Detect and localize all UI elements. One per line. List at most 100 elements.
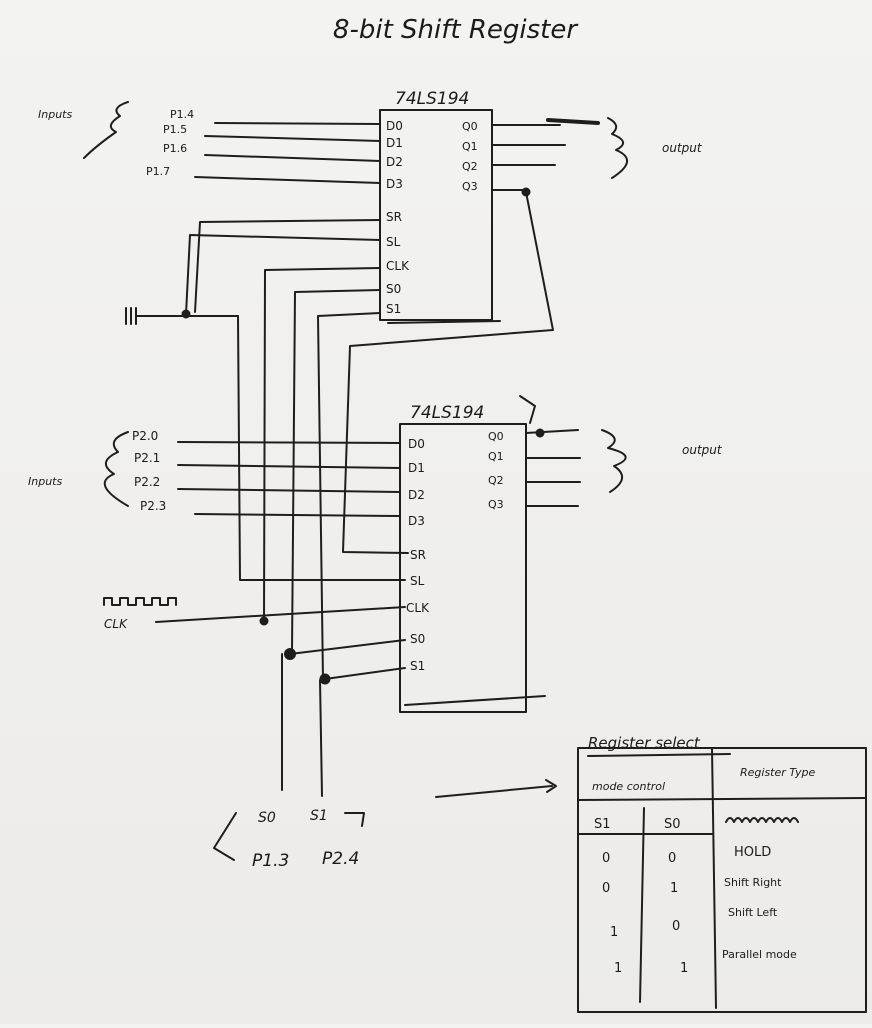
scribble-mark [546, 118, 600, 125]
wire-p1-6 [204, 154, 381, 162]
port-p1-4: P1.4 [170, 108, 194, 121]
port-p2-0: P2.0 [132, 429, 158, 443]
port-p1-7: P1.7 [146, 165, 170, 178]
chip-top-pin-q2: Q2 [462, 160, 478, 173]
chip-bottom-pin-sl: SL [410, 574, 425, 588]
wire-top-sr [194, 219, 381, 313]
chip-top-pin-d2: D2 [386, 155, 403, 169]
chip-top-port-labels: P1.4 P1.5 P1.6 P1.7 [146, 108, 194, 178]
register-select-title: Register select [588, 734, 701, 752]
table-header-register-type: Register Type [740, 766, 816, 779]
port-p2-2: P2.2 [134, 475, 160, 489]
table-divider-main [711, 747, 717, 1009]
junction-clk [259, 616, 269, 626]
chip-top-pin-d3: D3 [386, 177, 403, 191]
row-3-s0: 0 [672, 919, 680, 934]
row-2-s1: 0 [602, 881, 610, 896]
chip-top-pin-s0: S0 [386, 282, 401, 296]
wire-q0-tap [519, 395, 536, 424]
port-p2-1: P2.1 [134, 451, 160, 465]
wire-p2-1 [177, 464, 401, 469]
arrow-head-icon [545, 779, 557, 793]
row-3-type: Shift Left [728, 906, 778, 919]
title: 8-bit Shift Register [333, 15, 579, 45]
chip-bottom-pin-clk: CLK [406, 601, 430, 615]
row-2-s0: 1 [670, 881, 678, 896]
output-top-label: output [662, 141, 703, 155]
row-2-type: Shift Right [724, 876, 782, 889]
arrow-to-table [435, 785, 553, 798]
chip-bottom-pin-d2: D2 [408, 488, 425, 502]
chip-top-underline [387, 320, 501, 324]
select-pin-s0: P1.3 [252, 851, 289, 871]
chip-bottom-pin-q3: Q3 [488, 498, 504, 511]
chip-bottom-output-labels: Q0 Q1 Q2 Q3 [488, 430, 504, 511]
table-rows: 0 0 HOLD 0 1 Shift Right 1 0 Shift Left … [602, 845, 797, 976]
chip-top-pin-q3: Q3 [462, 180, 478, 193]
chip-top-input-labels: D0 D1 D2 D3 SR SL CLK S0 S1 [386, 119, 410, 316]
row-3-s1: 1 [610, 925, 618, 940]
chip-top-pin-sr: SR [386, 210, 402, 224]
chip-bottom-body [399, 423, 527, 713]
chip-top-pin-d1: D1 [386, 136, 403, 150]
select-bracket-right [344, 812, 365, 827]
clock-waveform-icon [103, 597, 177, 606]
row-4-type: Parallel mode [722, 948, 797, 961]
inputs-top-brace [83, 101, 129, 159]
chip-bottom-pin-q1: Q1 [488, 450, 504, 463]
wire-p1-7 [194, 176, 381, 184]
wire-top-clk [263, 267, 381, 623]
chip-bottom-pin-d3: D3 [408, 514, 425, 528]
wire-clk [155, 606, 406, 623]
select-bracket-left [213, 812, 237, 861]
output-top-brace [607, 117, 628, 179]
chip-top-body [379, 109, 493, 321]
wire-s1-down [319, 679, 323, 797]
register-select-underline [587, 753, 731, 757]
table-subheader-s1: S1 [594, 817, 611, 832]
chip-top-pin-q0: Q0 [462, 120, 478, 133]
wire-top-s1 [317, 312, 381, 681]
chip-bottom-pin-s0: S0 [410, 632, 425, 646]
wire-top-q3-to-bottom-sr [342, 191, 554, 554]
chip-bottom-part-label: 74LS194 [410, 403, 484, 423]
wire-bottom-s1 [324, 667, 406, 680]
select-s0-label: S0 [258, 810, 276, 826]
port-p1-5: P1.5 [163, 123, 187, 136]
chip-bottom-port-labels: P2.0 P2.1 P2.2 P2.3 [132, 429, 166, 513]
inputs-bottom-brace [103, 431, 129, 507]
chip-top-pin-d0: D0 [386, 119, 403, 133]
wire-top-sl [185, 234, 381, 315]
chip-bottom-pin-d0: D0 [408, 437, 425, 451]
wire-p1-4 [214, 122, 381, 125]
table-divider-s1-s0 [639, 807, 645, 1003]
inputs-bottom-label: Inputs [28, 475, 62, 488]
chip-bottom-pin-s1: S1 [410, 659, 425, 673]
chip-top-pin-s1: S1 [386, 302, 401, 316]
wire-p2-0 [177, 441, 401, 444]
row-1-s0: 0 [668, 851, 676, 866]
wire-bottom-q0 [525, 429, 579, 434]
inputs-top-label: Inputs [38, 108, 72, 121]
chip-bottom-underline [404, 695, 546, 706]
port-p1-6: P1.6 [163, 142, 187, 155]
wire-top-s0 [291, 289, 381, 653]
chip-top-pin-q1: Q1 [462, 140, 478, 153]
table-header-mode-control: mode control [592, 780, 665, 793]
chip-top-output-labels: Q0 Q1 Q2 Q3 [462, 120, 478, 193]
register-select-table [577, 747, 867, 1013]
wire-p1-5 [204, 135, 381, 142]
output-bottom-label: output [682, 443, 723, 457]
scribble-icon [725, 817, 799, 823]
wire-bottom-s0 [289, 639, 406, 655]
port-p2-3: P2.3 [140, 499, 166, 513]
select-s1-label: S1 [310, 808, 328, 824]
chip-bottom-pin-sr: SR [410, 548, 426, 562]
clk-label: CLK [104, 617, 128, 631]
chip-bottom-pin-q2: Q2 [488, 474, 504, 487]
table-subheader-s0: S0 [664, 817, 681, 832]
chip-bottom-pin-d1: D1 [408, 461, 425, 475]
wire-p2-3 [194, 513, 401, 517]
chip-top-pin-sl: SL [386, 235, 401, 249]
